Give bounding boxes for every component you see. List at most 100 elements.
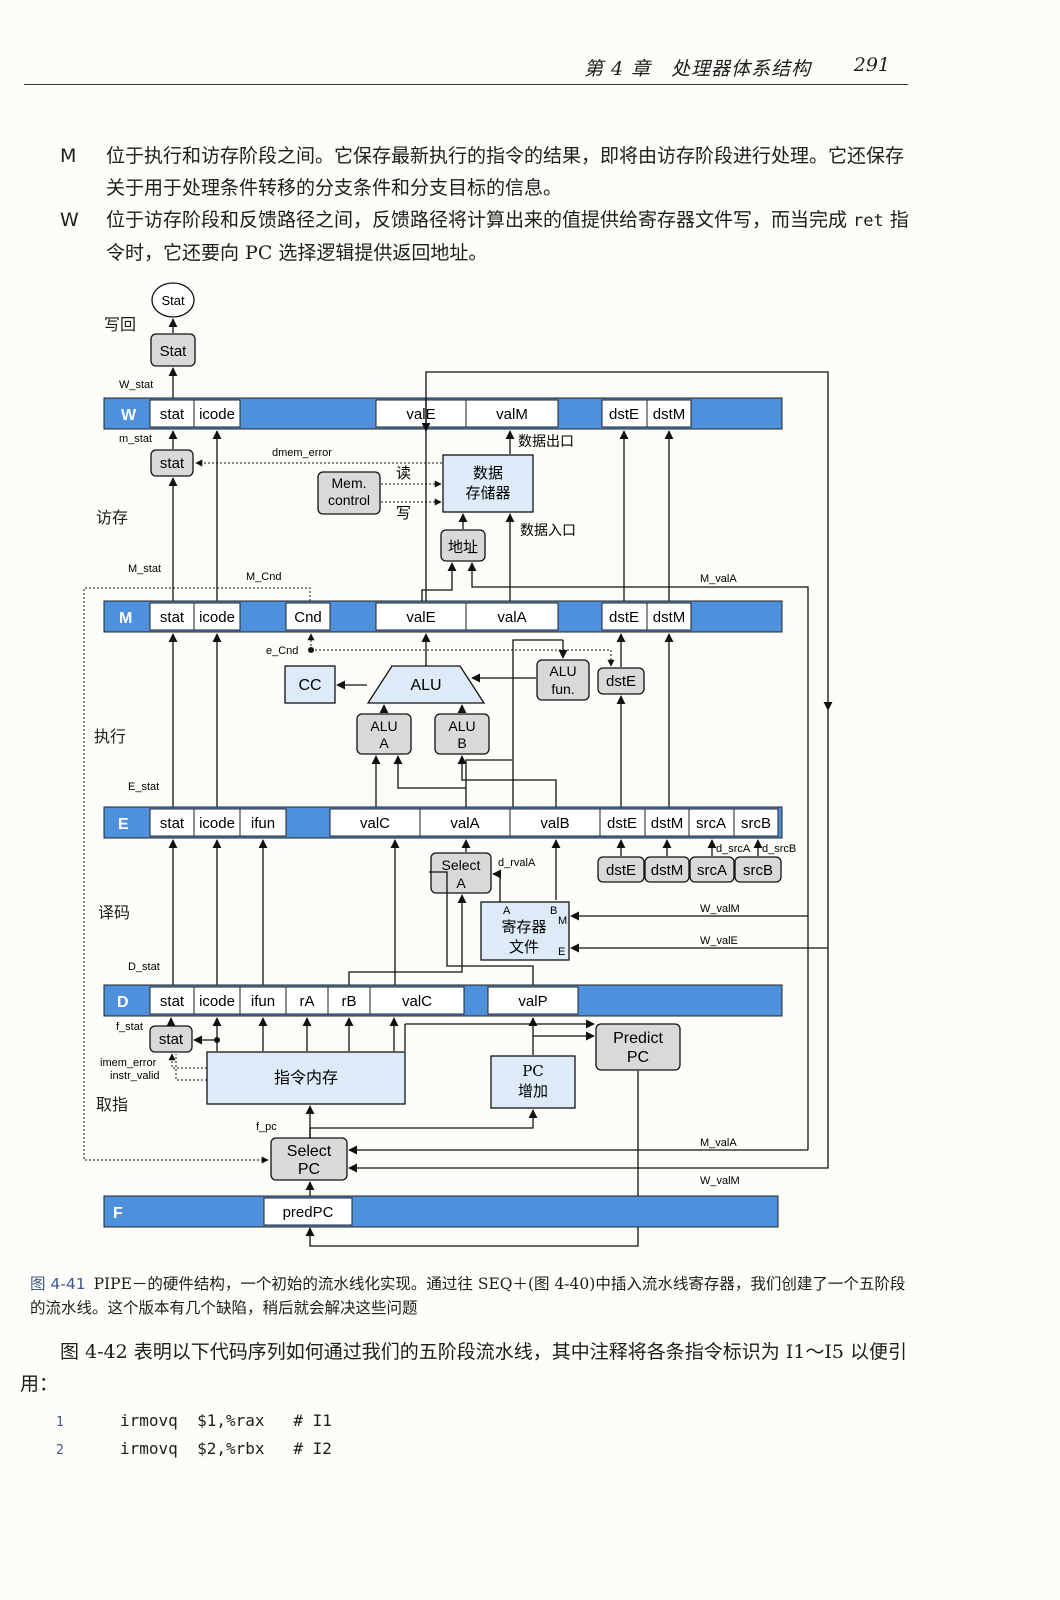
field-stat: stat <box>160 406 185 423</box>
pipeline-register-f: F predPC <box>103 1195 779 1228</box>
paragraph-mark: M <box>60 145 77 167</box>
instruction-memory-label: 指令内存 <box>274 1068 338 1087</box>
page-number: 291 <box>853 54 890 76</box>
field-valb: valB <box>540 815 569 832</box>
signal-dmem-error: dmem_error <box>272 447 332 459</box>
inline-code: ret <box>853 211 884 231</box>
code-line: 2 irmovq $2,%rbx # I2 <box>56 1436 332 1464</box>
signal-write: 写 <box>396 504 411 522</box>
data-memory-line2: 存储器 <box>465 484 510 502</box>
alu-fun-block <box>536 659 590 701</box>
field-rb: rB <box>342 993 357 1010</box>
select-a-block <box>430 852 492 894</box>
signal-f-pc: f_pc <box>256 1121 277 1133</box>
register-file-line1: 寄存器 <box>501 918 546 936</box>
pc-increment-line1: PC <box>522 1062 544 1080</box>
select-a-line2: A <box>456 875 466 891</box>
signal-d-srcb: d_srcB <box>762 843 796 855</box>
alu-label: ALU <box>410 677 441 694</box>
text-before: 位于访存阶段和反馈路径之间，反馈路径将计算出来的值提供给寄存器文件写，而当完成 <box>106 209 854 231</box>
chapter-title: 第 4 章 处理器体系结构 <box>584 58 812 80</box>
pipeline-register-e: E stat icode ifun valC valA valB dstE ds… <box>103 806 783 839</box>
register-name: F <box>113 1205 123 1222</box>
field-srca: srcA <box>696 815 726 832</box>
stat-memory-label: stat <box>160 455 185 472</box>
pipeline-register-w: W stat icode valE valM dstE dstM <box>103 397 783 430</box>
field-vale: valE <box>406 609 435 626</box>
body-paragraph-text: 图 4-42 表明以下代码序列如何通过我们的五阶段流水线，其中注释将各条指令标识… <box>20 1341 908 1395</box>
field-stat: stat <box>160 609 185 626</box>
field-dste: dstE <box>609 609 639 626</box>
decode-dstm: dstM <box>651 862 684 879</box>
stage-label-decode: 译码 <box>98 903 130 922</box>
pipeline-register-d: D stat icode ifun rA rB valC valP <box>103 984 783 1017</box>
text-after: 指令时，它还要向 PC 选择逻辑提供返回地址。 <box>106 209 909 264</box>
decode-srca: srcA <box>697 862 727 879</box>
field-valm: valM <box>496 406 528 423</box>
port-b: B <box>550 905 557 917</box>
field-vala: valA <box>497 609 526 626</box>
dste-exec-label: dstE <box>606 673 636 690</box>
field-dstm: dstM <box>653 406 686 423</box>
port-m: M <box>558 915 567 927</box>
paragraph-text: 位于执行和访存阶段之间。它保存最新执行的指令的结果，即将由访存阶段进行处理。它还… <box>106 145 905 199</box>
field-predpc: predPC <box>283 1204 334 1221</box>
signal-data-in: 数据入口 <box>520 523 576 539</box>
field-stat: stat <box>160 993 185 1010</box>
select-pc-line2: PC <box>298 1161 320 1178</box>
stat-writeback-block <box>150 333 196 367</box>
signal-data-out: 数据出口 <box>518 434 574 450</box>
alu-a-line1: ALU <box>370 718 397 734</box>
port-e: E <box>558 946 565 958</box>
signal-d-rvala: d_rvalA <box>498 857 536 869</box>
field-valc: valC <box>402 993 432 1010</box>
field-valc: valC <box>360 815 390 832</box>
alu-b-block <box>434 713 490 755</box>
register-name: W <box>121 407 137 424</box>
signal-d-srca: d_srcA <box>716 843 751 855</box>
field-icode: icode <box>199 406 235 423</box>
signal-m-stat-upper: M_stat <box>128 563 161 575</box>
decode-srcb: srcB <box>743 862 773 879</box>
field-valp: valP <box>518 993 547 1010</box>
stat-output-label: Stat <box>161 293 185 308</box>
alu-b-line1: ALU <box>448 718 475 734</box>
alu-b-line2: B <box>457 735 466 751</box>
field-icode: icode <box>199 815 235 832</box>
select-a-line1: Select <box>442 857 481 873</box>
signal-w-vale: W_valE <box>700 935 738 947</box>
dste-exec-block <box>597 667 645 695</box>
cc-label: CC <box>298 677 321 694</box>
field-vale: valE <box>406 406 435 423</box>
register-file-line2: 文件 <box>509 938 539 956</box>
signal-m-vala: M_valA <box>700 573 737 585</box>
stat-memory-block <box>150 449 194 477</box>
pc-increment-block <box>490 1055 576 1109</box>
field-srcb: srcB <box>741 815 771 832</box>
field-ifun: ifun <box>251 815 275 832</box>
paragraph-m: M 位于执行和访存阶段之间。它保存最新执行的指令的结果，即将由访存阶段进行处理。… <box>60 140 910 204</box>
stage-label-writeback: 写回 <box>104 315 136 334</box>
instruction-memory-block <box>206 1051 406 1105</box>
signal-read: 读 <box>396 464 411 482</box>
alu-a-block <box>356 713 412 755</box>
line-number: 1 <box>56 1415 64 1430</box>
address-label: 地址 <box>448 538 478 556</box>
stage-label-fetch: 取指 <box>96 1095 128 1114</box>
signal-w-stat: W_stat <box>119 379 153 391</box>
pipeline-diagram: 写回 访存 执行 译码 取指 Stat Stat W_stat W stat i… <box>83 282 833 1247</box>
code-text: irmovq $2,%rbx # I2 <box>120 1439 332 1458</box>
paragraph-mark: W <box>60 209 79 231</box>
line-number: 2 <box>56 1443 64 1458</box>
field-ifun: ifun <box>251 993 275 1010</box>
field-vala: valA <box>450 815 479 832</box>
stat-output-node <box>151 282 195 318</box>
signal-d-stat: D_stat <box>128 961 160 973</box>
data-memory-line1: 数据 <box>473 464 503 482</box>
signal-m-cnd: M_Cnd <box>246 571 281 583</box>
field-icode: icode <box>199 609 235 626</box>
decode-register-ids: dstE dstM srcA srcB <box>597 856 782 883</box>
decode-dste: dstE <box>606 862 636 879</box>
